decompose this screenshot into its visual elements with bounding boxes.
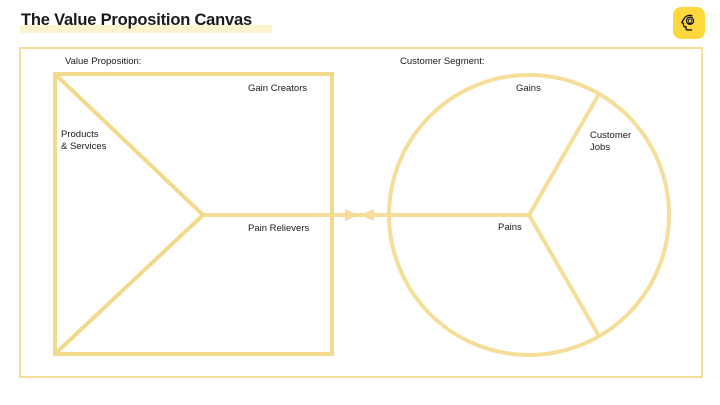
label-gain-creators: Gain Creators bbox=[248, 83, 308, 94]
customer-segment-caption: Customer Segment: bbox=[400, 56, 485, 67]
head-lightbulb-icon bbox=[679, 13, 699, 33]
label-pains: Pains bbox=[498, 222, 522, 233]
label-products-services: Products & Services bbox=[61, 129, 107, 152]
brand-logo[interactable] bbox=[673, 7, 705, 39]
value-proposition-caption: Value Proposition: bbox=[65, 56, 142, 67]
label-pain-relievers: Pain Relievers bbox=[248, 223, 310, 234]
label-customer-jobs: Customer Jobs bbox=[590, 130, 632, 153]
canvas-frame bbox=[19, 47, 703, 378]
label-gains: Gains bbox=[516, 83, 541, 94]
title-highlight bbox=[20, 25, 272, 33]
page-title: The Value Proposition Canvas bbox=[21, 11, 252, 29]
